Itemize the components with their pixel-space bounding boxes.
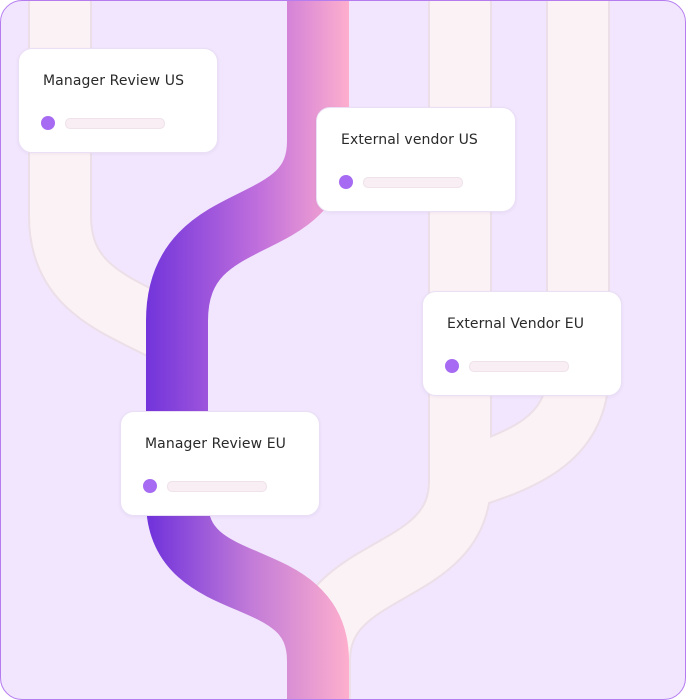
status-dot-icon — [41, 116, 55, 130]
node-label: External Vendor EU — [447, 316, 585, 332]
node-card-external-vendor-us[interactable]: External vendor US — [316, 107, 516, 212]
node-label: Manager Review EU — [145, 436, 287, 452]
status-dot-icon — [445, 359, 459, 373]
node-label: External vendor US — [341, 132, 478, 148]
node-label: Manager Review US — [43, 73, 185, 89]
placeholder-bar — [65, 118, 165, 129]
placeholder-bar — [167, 481, 267, 492]
placeholder-bar — [363, 177, 463, 188]
active-flow-upper — [146, 1, 349, 441]
active-flow-lower — [146, 441, 349, 699]
status-dot-icon — [339, 175, 353, 189]
node-card-manager-review-eu[interactable]: Manager Review EU — [120, 411, 320, 516]
placeholder-bar — [469, 361, 569, 372]
node-card-manager-review-us[interactable]: Manager Review US — [18, 48, 218, 153]
status-dot-icon — [143, 479, 157, 493]
node-card-external-vendor-eu[interactable]: External Vendor EU — [422, 291, 622, 396]
